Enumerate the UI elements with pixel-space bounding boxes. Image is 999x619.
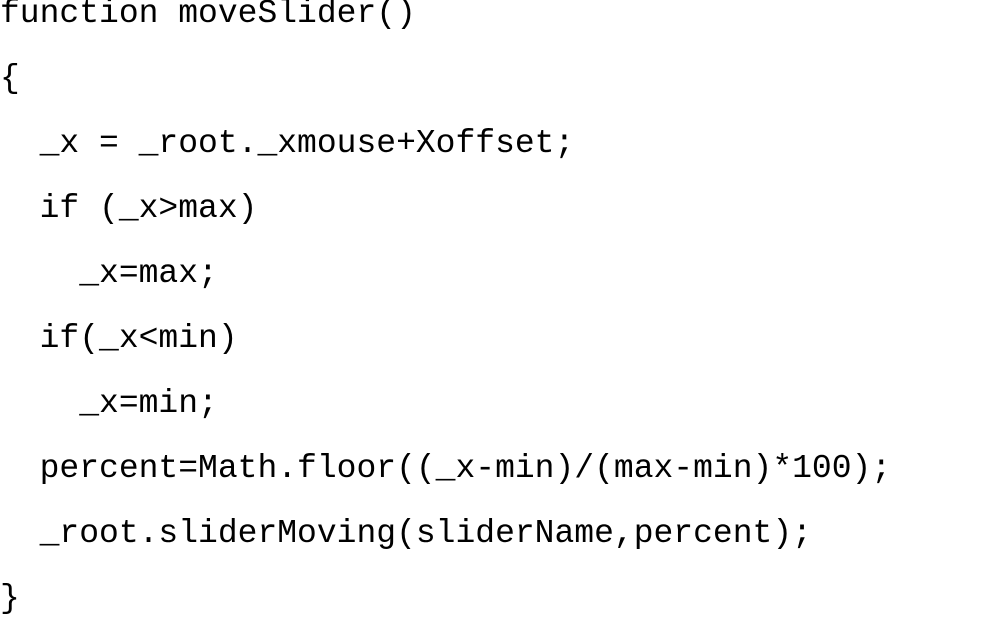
code-line-close-brace: } <box>0 580 20 617</box>
code-line-set-min: _x=min; <box>0 385 218 422</box>
code-line-set-max: _x=max; <box>0 255 218 292</box>
code-line-open-brace: { <box>0 60 20 97</box>
code-line-if-max: if (_x>max) <box>0 190 258 227</box>
code-line-if-min: if(_x<min) <box>0 320 238 357</box>
code-line-slider-moving-call: _root.sliderMoving(sliderName,percent); <box>0 515 812 552</box>
code-line-percent-calc: percent=Math.floor((_x-min)/(max-min)*10… <box>0 450 892 487</box>
code-line-function-declaration: function moveSlider() <box>0 0 416 32</box>
code-line-x-assignment: _x = _root._xmouse+Xoffset; <box>0 125 575 162</box>
